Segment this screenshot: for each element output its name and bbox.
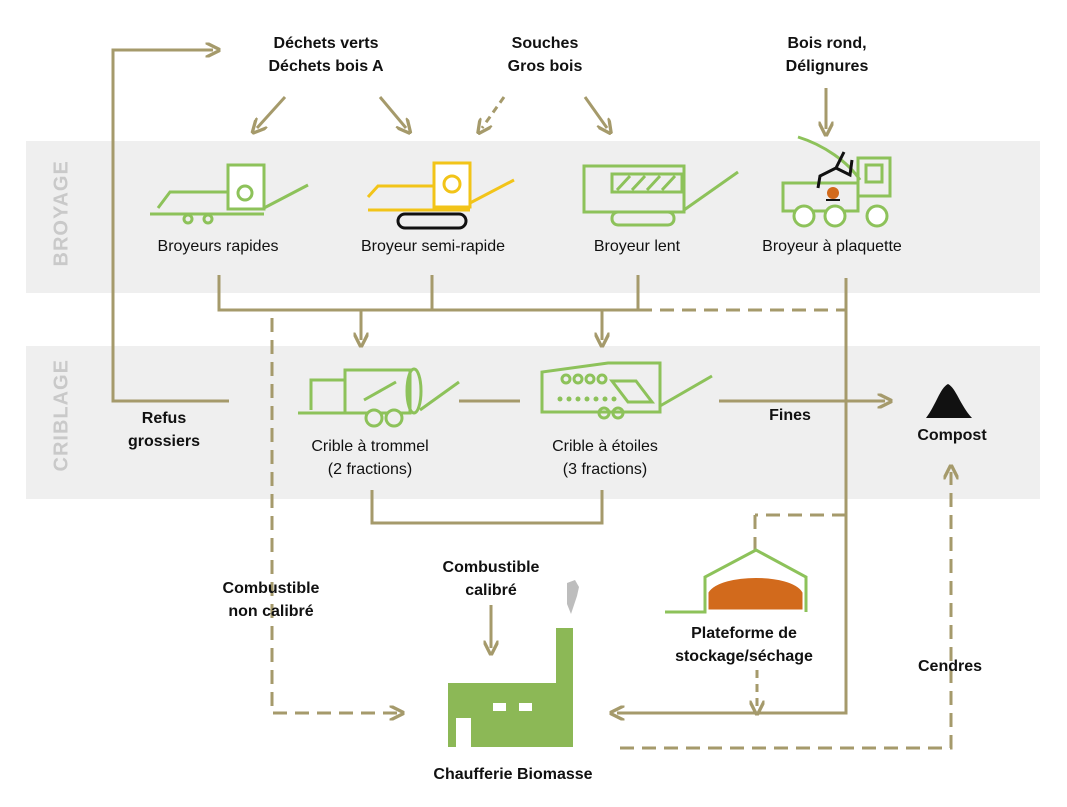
input-souches-label: Souches Gros bois — [485, 32, 605, 78]
dechets-bois-a-text: Déchets bois A — [268, 58, 384, 75]
compost-label: Compost — [917, 427, 987, 444]
input-arrow — [583, 96, 607, 128]
plaquette-to-chaufferie-line — [617, 278, 848, 713]
comb-non-text-2: non calibré — [228, 603, 314, 620]
crible-trommel-label: Crible à trommel (2 fractions) — [290, 435, 450, 481]
crible-etoiles-label: Crible à étoiles (3 fractions) — [525, 435, 685, 481]
comb-non-text-1: Combustible — [222, 580, 320, 597]
delignures-text: Délignures — [785, 58, 869, 75]
gros-bois-text: Gros bois — [507, 58, 583, 75]
compost-pile-icon — [926, 384, 972, 418]
crible-etoiles-sub-text: (3 fractions) — [562, 461, 648, 478]
cendres-label: Cendres — [917, 658, 983, 675]
refus-loop-line — [111, 50, 229, 403]
broyeur-lent-icon — [582, 164, 739, 227]
non-calibre-dashed-line — [270, 318, 397, 713]
broyeurs-rapides-icon — [150, 163, 309, 225]
plateforme-text-2: stockage/séchage — [675, 648, 813, 665]
bois-rond-text: Bois rond, — [787, 35, 867, 52]
souches-text: Souches — [511, 35, 579, 52]
broyage-collector-line — [217, 275, 640, 312]
input-arrow — [378, 96, 406, 128]
plateforme-label: Plateforme de stockage/séchage — [674, 622, 814, 668]
crible-trommel-text: Crible à trommel — [311, 438, 429, 455]
plateforme-text-1: Plateforme de — [691, 625, 797, 642]
crible-etoiles-text: Crible à étoiles — [552, 438, 658, 455]
broyeur-plaquette-label: Broyeur à plaquette — [762, 238, 902, 255]
combustible-calibre-label: Combustible calibré — [426, 556, 556, 602]
broyeur-semi-rapide-icon — [366, 161, 515, 230]
grossiers-text: grossiers — [127, 433, 201, 450]
chaufferie-icon — [448, 580, 579, 747]
criblage-band — [26, 346, 1040, 499]
broyeurs-rapides-label: Broyeurs rapides — [157, 238, 279, 255]
plateforme-icon — [665, 548, 808, 614]
comb-cal-text-2: calibré — [465, 582, 517, 599]
chaufferie-label: Chaufferie Biomasse — [433, 766, 593, 783]
broyeur-plaquette-icon — [781, 135, 892, 228]
crible-etoiles-icon — [540, 361, 713, 420]
input-arrow — [257, 95, 287, 128]
fines-label: Fines — [769, 407, 811, 424]
crible-trommel-icon — [298, 367, 460, 428]
cendres-dashed-line — [620, 472, 951, 750]
broyeur-semi-rapide-label: Broyeur semi-rapide — [360, 238, 506, 255]
combustible-non-calibre-label: Combustible non calibré — [206, 577, 336, 623]
broyeur-lent-label: Broyeur lent — [593, 238, 681, 255]
refus-grossiers-label: Refus grossiers — [112, 407, 216, 453]
input-dechets-label: Déchets verts Déchets bois A — [246, 32, 406, 78]
comb-cal-text-1: Combustible — [442, 559, 540, 576]
refus-text: Refus — [141, 410, 187, 427]
crible-trommel-sub-text: (2 fractions) — [327, 461, 413, 478]
dechets-verts-text: Déchets verts — [273, 35, 379, 52]
input-arrow — [482, 96, 506, 128]
input-bois-rond-label: Bois rond, Délignures — [767, 32, 887, 78]
